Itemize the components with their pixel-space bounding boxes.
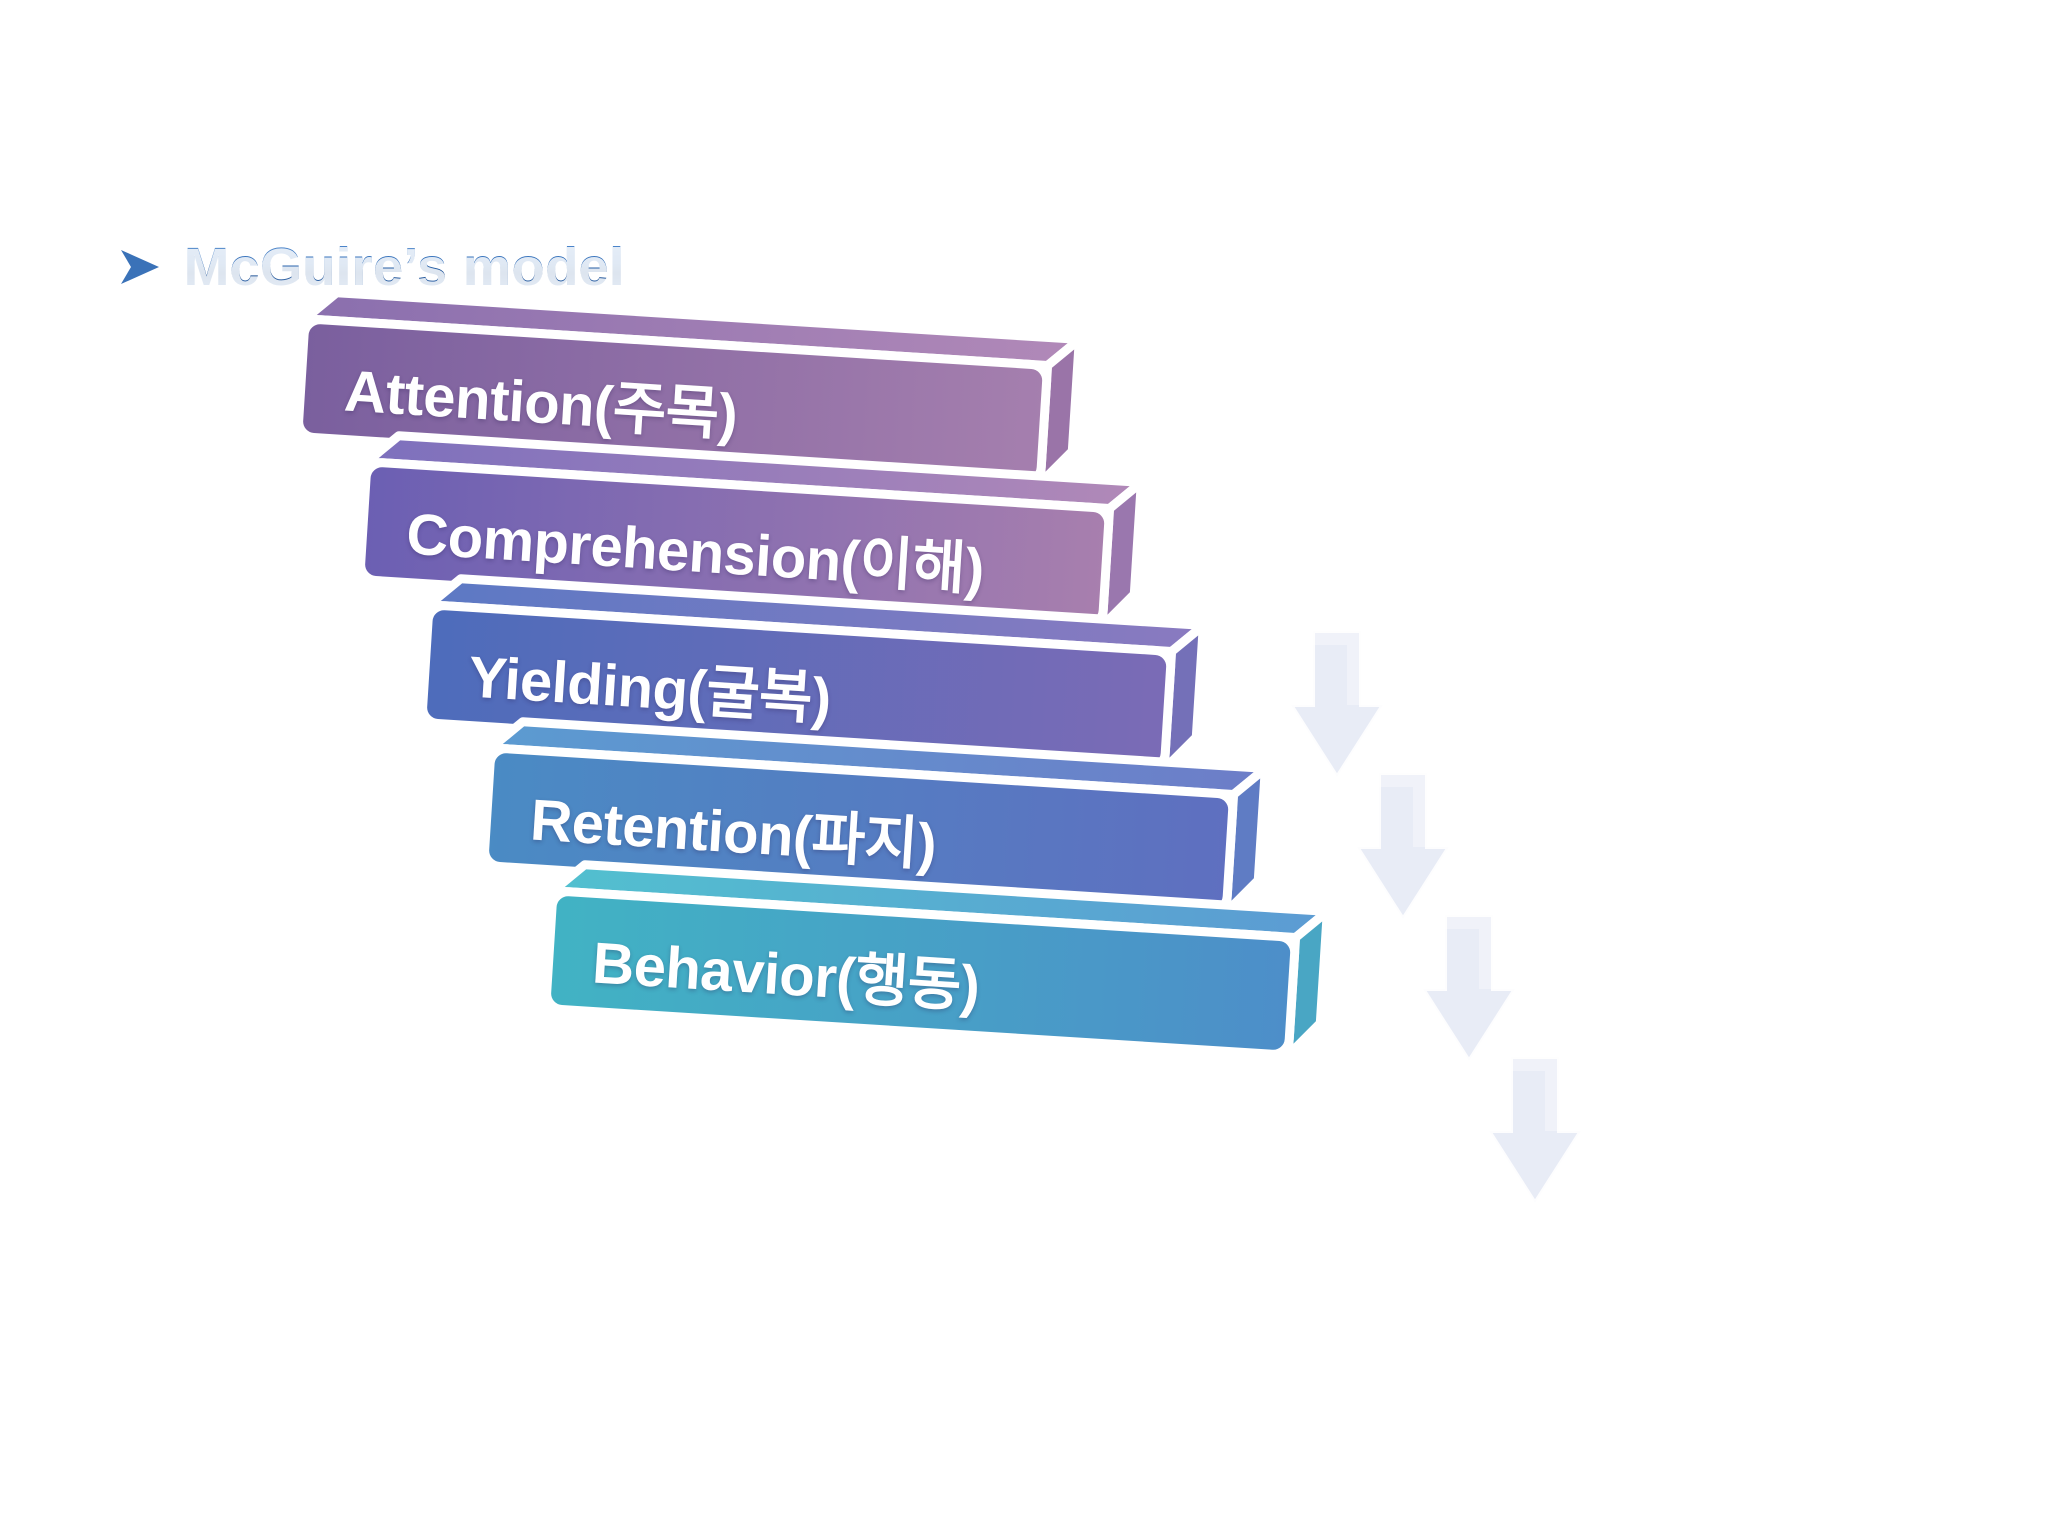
down-arrow-icon — [1485, 1055, 1585, 1207]
stage-bar-behavior[interactable]: Behavior(행동) — [517, 855, 1358, 1107]
connector-arrow-4 — [1481, 1053, 1591, 1213]
arrow-bullet-icon — [121, 250, 159, 284]
connector-arrow-1 — [1283, 627, 1393, 787]
down-arrow-icon — [1353, 771, 1453, 923]
down-arrow-icon — [1287, 629, 1387, 781]
page-title: McGuire’s model — [118, 236, 625, 298]
connector-arrow-3 — [1415, 911, 1525, 1071]
page-title-text: McGuire’s model — [184, 237, 625, 297]
bar-front-face — [542, 887, 1300, 1059]
connector-arrow-2 — [1349, 769, 1459, 929]
down-arrow-icon — [1419, 913, 1519, 1065]
